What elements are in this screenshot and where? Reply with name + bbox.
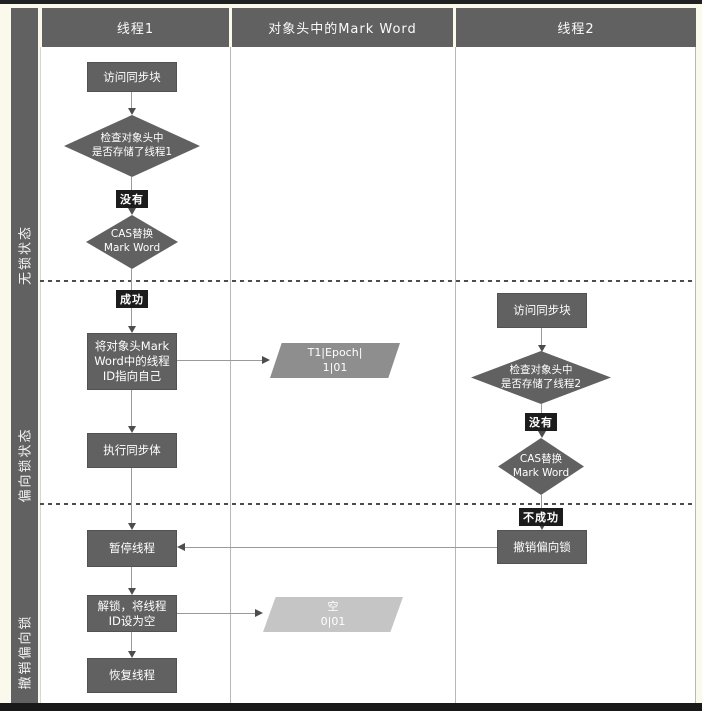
node-t2-revoke-biased-lock: 撤销偏向锁 xyxy=(497,530,587,564)
arrow-down-icon xyxy=(128,208,136,215)
arrow-right-icon xyxy=(255,609,263,617)
phase-divider-1 xyxy=(40,280,696,282)
arrow-down-icon xyxy=(128,326,136,333)
markword-empty-value: 空 0|01 xyxy=(263,597,403,632)
edge-line xyxy=(131,632,132,651)
phase-sidebar xyxy=(11,8,38,703)
top-border-bar xyxy=(0,0,702,4)
lane-border-left xyxy=(40,47,41,703)
node-t2-access-sync-block: 访问同步块 xyxy=(497,293,587,328)
arrow-down-icon xyxy=(128,426,136,433)
arrow-down-icon xyxy=(538,431,546,438)
arrow-down-icon xyxy=(128,523,136,530)
lane-border-right xyxy=(695,47,696,703)
edge-line xyxy=(541,328,542,345)
arrow-down-icon xyxy=(128,108,136,115)
phase-label-biased: 偏向锁状态 xyxy=(18,427,34,503)
markword-t1-epoch-value: T1|Epoch| 1|01 xyxy=(270,343,400,378)
bottom-border-bar xyxy=(0,703,702,711)
edge-line xyxy=(177,360,262,361)
arrow-right-icon xyxy=(262,356,270,364)
node-t1-resume-thread: 恢复线程 xyxy=(87,658,177,693)
edge-line xyxy=(177,613,255,614)
phase-label-revoke: 撤销偏向锁 xyxy=(18,614,34,690)
edge-line xyxy=(185,547,497,548)
phase-label-lock-free: 无锁状态 xyxy=(18,224,34,286)
edge-line xyxy=(131,567,132,588)
node-t1-unlock-clear-id: 解锁，将线程 ID设为空 xyxy=(87,595,177,632)
lane-separator-2 xyxy=(455,47,456,703)
edge-label-t1-success: 成功 xyxy=(116,290,148,308)
arrow-left-icon xyxy=(177,543,185,551)
lane-separator-1 xyxy=(230,47,231,703)
edge-label-t2-fail: 不成功 xyxy=(519,508,563,526)
edge-line xyxy=(131,92,132,108)
node-t1-pause-thread: 暂停线程 xyxy=(87,530,177,567)
lane-header-markword: 对象头中的Mark Word xyxy=(232,8,453,47)
arrow-down-icon xyxy=(538,523,546,530)
node-t1-set-thread-id: 将对象头Mark Word中的线程 ID指向自己 xyxy=(87,333,177,390)
node-t1-execute-sync-body: 执行同步体 xyxy=(87,433,177,468)
phase-divider-2 xyxy=(40,503,696,505)
arrow-down-icon xyxy=(538,345,546,352)
edge-label-t1-no: 没有 xyxy=(116,190,148,208)
node-t1-access-sync-block: 访问同步块 xyxy=(87,62,177,92)
edge-line xyxy=(131,390,132,426)
lane-header-thread2: 线程2 xyxy=(456,8,696,47)
arrow-down-icon xyxy=(128,588,136,595)
edge-label-t2-no: 没有 xyxy=(525,413,557,431)
arrow-down-icon xyxy=(128,651,136,658)
lane-header-thread1: 线程1 xyxy=(42,8,229,47)
edge-line xyxy=(131,468,132,523)
